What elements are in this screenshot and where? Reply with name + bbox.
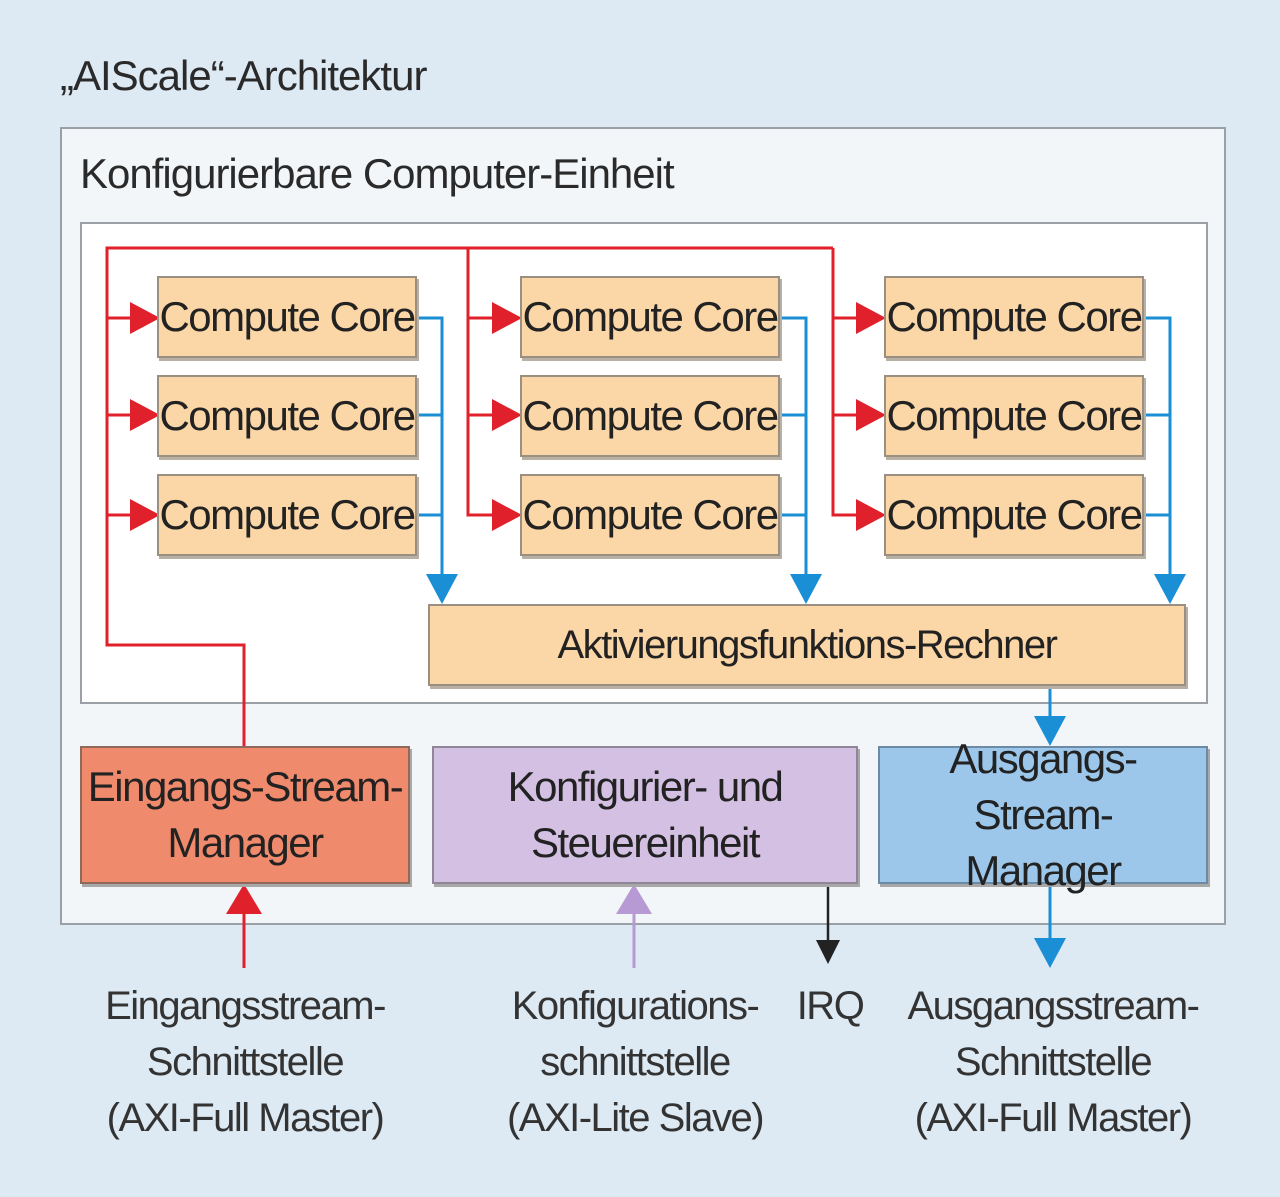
output-arrowheads [426,574,1186,968]
compute-core: Compute Core [520,276,780,358]
compute-core: Compute Core [157,276,417,358]
output-stream-manager: Ausgangs-Stream- Manager [878,735,1208,894]
diagram-title: „AIScale“-Architektur [60,52,427,99]
config-interface-label: Konfigurations- schnittstelle (AXI-Lite … [480,978,790,1146]
compute-core: Compute Core [157,474,417,556]
config-unit-line1: Konfigurier- und [507,763,784,810]
input-interface-line3: (AXI-Full Master) [106,1096,385,1140]
compute-core: Compute Core [884,474,1144,556]
config-interface-line3: (AXI-Lite Slave) [506,1096,765,1140]
input-arrowheads [130,302,886,914]
config-arrowhead [616,884,652,914]
output-manager-line1: Ausgangs-Stream- [949,735,1138,838]
irq-arrowhead [816,940,840,964]
compute-core: Compute Core [157,375,417,457]
compute-core: Compute Core [520,474,780,556]
input-interface-label: Eingangsstream- Schnittstelle (AXI-Full … [80,978,410,1146]
config-control-unit: Konfigurier- und Steuereinheit [432,746,858,884]
irq-label: IRQ [796,984,865,1028]
activation-function-unit: Aktivierungsfunktions-Rechner [428,604,1186,686]
output-interface-label: Ausgangsstream- Schnittstelle (AXI-Full … [888,978,1218,1146]
input-stream-manager: Eingangs-Stream- Manager [80,746,410,884]
output-manager-line2: Manager [965,847,1122,894]
input-manager-line1: Eingangs-Stream- [87,763,404,810]
output-interface-line2: Schnittstelle [954,1040,1153,1084]
input-interface-line2: Schnittstelle [146,1040,345,1084]
compute-core: Compute Core [884,276,1144,358]
output-interface-line3: (AXI-Full Master) [914,1096,1193,1140]
input-interface-line1: Eingangsstream- [105,984,386,1028]
config-unit-line2: Steuereinheit [530,819,761,866]
compute-core: Compute Core [884,375,1144,457]
output-bus [416,316,1172,942]
config-interface-line2: schnittstelle [540,1040,731,1084]
input-manager-line2: Manager [167,819,324,866]
output-interface-line1: Ausgangsstream- [907,984,1200,1028]
compute-unit-label: Konfigurierbare Computer-Einheit [80,150,675,197]
compute-core: Compute Core [520,375,780,457]
config-interface-line1: Konfigurations- [511,984,760,1028]
input-bus [105,246,858,968]
